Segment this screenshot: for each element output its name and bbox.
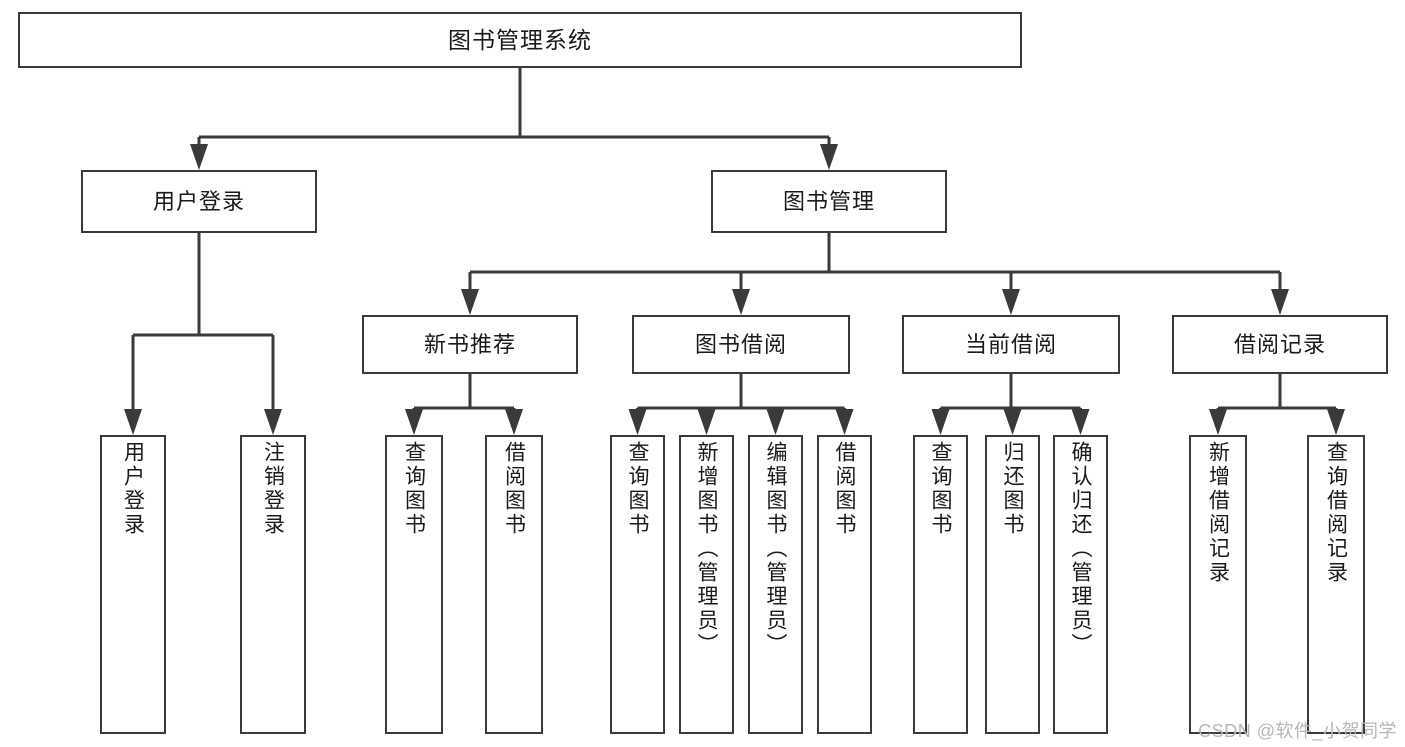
node-box-current[interactable]: 当前借阅 [902,315,1120,374]
node-box-leaf-logout[interactable]: 注销登录 [240,435,306,734]
node-box-leaf-cr-confirm[interactable]: 确认归还（管理员） [1053,435,1108,734]
node-label-leaf-login: 用户登录 [121,441,145,537]
node-label-leaf-rc-query: 查询借阅记录 [1324,441,1348,585]
node-box-leaf-nb-borrow[interactable]: 借阅图书 [485,435,543,734]
node-label-leaf-bw-add: 新增图书（管理员） [695,441,718,657]
node-box-leaf-bw-add[interactable]: 新增图书（管理员） [679,435,734,734]
node-box-newbook[interactable]: 新书推荐 [362,315,578,374]
node-box-leaf-cr-query[interactable]: 查询图书 [913,435,968,734]
node-label-leaf-logout: 注销登录 [261,441,285,537]
node-box-login[interactable]: 用户登录 [81,170,317,233]
node-box-records[interactable]: 借阅记录 [1172,315,1388,374]
node-label-bookmgmt: 图书管理 [782,188,875,214]
node-box-leaf-cr-return[interactable]: 归还图书 [985,435,1040,734]
node-label-borrow: 图书借阅 [694,331,787,357]
node-label-leaf-cr-return: 归还图书 [1001,441,1024,537]
node-label-leaf-nb-borrow: 借阅图书 [502,441,526,537]
node-box-leaf-login[interactable]: 用户登录 [100,435,166,734]
node-label-leaf-bw-edit: 编辑图书（管理员） [764,441,787,657]
node-label-current: 当前借阅 [964,331,1057,357]
node-label-leaf-bw-borrow: 借阅图书 [833,441,856,537]
node-box-leaf-rc-query[interactable]: 查询借阅记录 [1307,435,1365,734]
node-box-leaf-bw-edit[interactable]: 编辑图书（管理员） [748,435,803,734]
node-label-newbook: 新书推荐 [423,331,516,357]
node-box-root[interactable]: 图书管理系统 [18,12,1022,68]
node-label-leaf-bw-query: 查询图书 [626,441,649,537]
node-label-leaf-rc-add: 新增借阅记录 [1206,441,1230,585]
node-box-bookmgmt[interactable]: 图书管理 [711,170,947,233]
node-box-leaf-rc-add[interactable]: 新增借阅记录 [1189,435,1247,734]
node-label-root: 图书管理系统 [448,26,592,53]
node-label-login: 用户登录 [152,188,245,214]
node-label-leaf-cr-query: 查询图书 [929,441,952,537]
node-box-leaf-nb-query[interactable]: 查询图书 [385,435,443,734]
node-label-leaf-nb-query: 查询图书 [402,441,426,537]
node-box-borrow[interactable]: 图书借阅 [632,315,850,374]
node-label-leaf-cr-confirm: 确认归还（管理员） [1069,441,1092,657]
node-box-leaf-bw-query[interactable]: 查询图书 [610,435,665,734]
node-label-records: 借阅记录 [1233,331,1326,357]
node-box-leaf-bw-borrow[interactable]: 借阅图书 [817,435,872,734]
